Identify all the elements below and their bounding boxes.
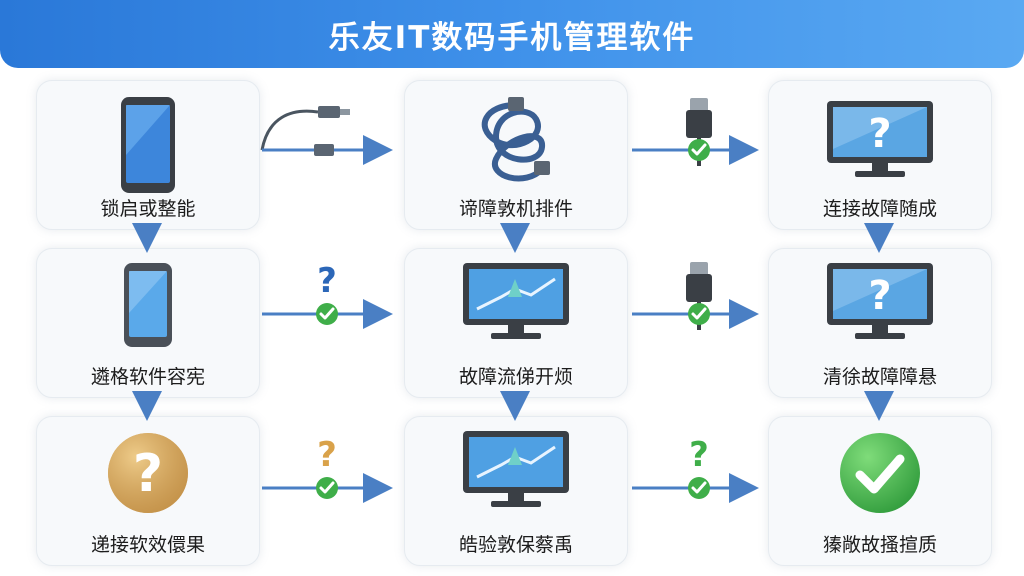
monitor-chart-icon [463, 431, 569, 507]
monitor-chart-icon [463, 263, 569, 339]
card-label: 谛障敦机排件 [458, 198, 573, 220]
card-r3c3[interactable]: 獉敞故搔揎质 [768, 416, 992, 566]
card-label: 连接故障随成 [822, 198, 937, 220]
card-r3c1[interactable]: ? 递接软效儇果 [36, 416, 260, 566]
page-title: 乐友IT数码手机管理软件 [328, 19, 696, 56]
connector-r2-a: ? [262, 261, 393, 329]
connector-r2-b [632, 262, 759, 330]
smartphone-icon [124, 263, 172, 347]
card-r1c1[interactable]: 锁启或整能 [36, 80, 260, 230]
card-label: 清徐故障障悬 [822, 366, 937, 388]
usb-cable-icon [481, 97, 550, 182]
monitor-question-icon: ? [827, 101, 933, 177]
svg-text:?: ? [868, 111, 891, 157]
card-label: 遴格软件容宪 [90, 366, 205, 388]
question-circle-icon: ? [108, 433, 188, 513]
card-r2c3[interactable]: ? 清徐故障障悬 [768, 248, 992, 398]
card-label: 锁启或整能 [100, 198, 196, 220]
svg-text:?: ? [317, 261, 337, 301]
check-circle-icon [840, 433, 920, 513]
card-label: 递接软效儇果 [90, 534, 205, 556]
card-label: 獉敞故搔揎质 [822, 534, 937, 556]
svg-text:?: ? [133, 444, 163, 504]
connector-r1-a [260, 106, 393, 165]
svg-text:?: ? [689, 435, 709, 475]
title-banner: 乐友IT数码手机管理软件 [0, 0, 1024, 68]
connector-r3-a: ? [262, 435, 393, 503]
connector-r3-b: ? [632, 435, 759, 503]
card-label: 皓验敦保蔡禹 [458, 534, 573, 556]
card-label: 故障流俤开烦 [458, 366, 573, 388]
smartphone-icon [121, 97, 175, 193]
card-r1c2[interactable]: 谛障敦机排件 [404, 80, 628, 230]
svg-text:?: ? [317, 435, 337, 475]
connector-r1-b [632, 98, 759, 166]
svg-text:?: ? [868, 273, 891, 319]
card-r2c2[interactable]: 故障流俤开烦 [404, 248, 628, 398]
card-r1c3[interactable]: ? 连接故障随成 [768, 80, 992, 230]
card-r2c1[interactable]: 遴格软件容宪 [36, 248, 260, 398]
monitor-question-icon: ? [827, 263, 933, 339]
card-r3c2[interactable]: 皓验敦保蔡禹 [404, 416, 628, 566]
